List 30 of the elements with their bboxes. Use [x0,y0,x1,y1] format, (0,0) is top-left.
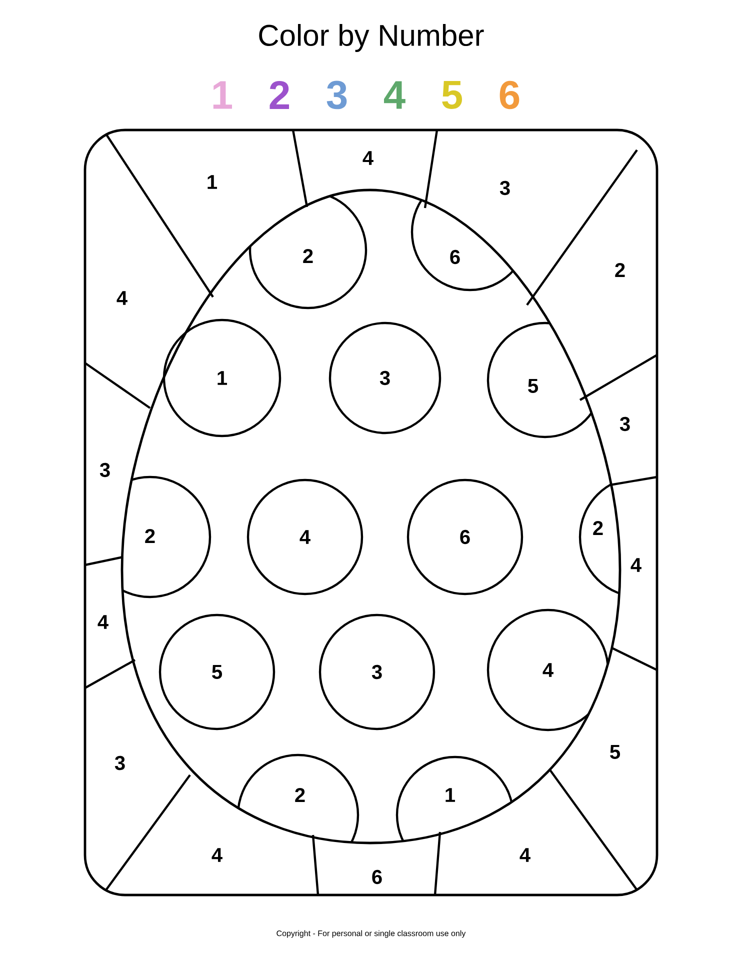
legend-number: 4 [384,81,406,109]
region-number: 4 [520,848,530,862]
region-number: 3 [114,756,125,770]
legend-number: 3 [326,80,347,110]
region-number: 4 [98,615,108,629]
legend-number: 2 [270,81,290,109]
region-number: 3 [620,416,630,432]
region-number: 2 [303,249,313,263]
region-number: 3 [500,180,510,196]
region-number: 5 [610,745,620,759]
region-number: 4 [212,848,222,862]
region-number: 5 [528,379,538,393]
region-number: 4 [630,558,642,572]
footer-note: Copyright - For personal or single classroom use only [276,930,466,938]
region-number: 6 [450,250,460,264]
legend-number: 6 [500,80,520,110]
legend-number: 5 [442,81,462,109]
region-number: 2 [593,521,603,535]
title: Color by Number [259,24,484,52]
region-number: 2 [615,263,625,277]
region-number: 2 [145,529,155,543]
region-number: 4 [362,151,374,165]
region-number: 6 [372,870,382,884]
region-number: 4 [542,663,554,677]
region-number: 1 [208,175,217,189]
region-number: 2 [295,788,305,802]
legend-number: 1 [213,81,232,109]
region-number: 4 [116,291,128,305]
region-number: 1 [446,788,456,802]
region-number: 3 [100,462,110,478]
